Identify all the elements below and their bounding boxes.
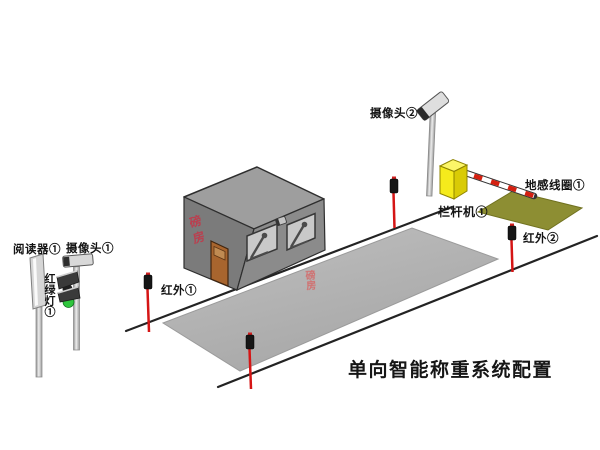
label-traffic-light: 红绿灯① (43, 273, 55, 317)
ground-coil-mat (476, 190, 584, 231)
booth-camera-icon (275, 216, 287, 226)
label-camera2: 摄像头② (370, 108, 418, 120)
infrared-sensor-2 (507, 223, 517, 273)
label-infrared1: 红外① (161, 285, 197, 297)
booth-door (210, 240, 229, 287)
operator-silhouette-1 (249, 235, 266, 259)
booth-door-window (213, 245, 226, 261)
infrared-sensor-1 (143, 272, 153, 333)
reader-pole-assembly (29, 253, 47, 378)
label-barrier-machine: 栏杆机① (438, 205, 489, 219)
camera1-pole-assembly (56, 253, 94, 351)
road-edge-lower (216, 234, 599, 389)
camera2-icon (416, 91, 450, 121)
camera2-pole (426, 112, 437, 197)
label-camera1: 摄像头① (66, 243, 114, 255)
infrared-sensor-top (389, 176, 399, 229)
red-watermark: 磅房 (305, 270, 317, 292)
label-reader: 阅读器① (13, 244, 61, 256)
booth-window-1 (246, 222, 278, 263)
barrier-machine (438, 158, 538, 200)
barrier-box-front (439, 165, 455, 200)
diagram-title: 单向智能称重系统配置 (348, 359, 554, 381)
label-ground-coil: 地感线圈① (525, 180, 585, 192)
reader-pole (35, 306, 43, 378)
camera2-pole-assembly (416, 91, 450, 197)
camera1-icon (62, 253, 94, 268)
booth-window-2 (286, 212, 316, 252)
road-edge-upper (124, 205, 454, 333)
label-infrared2: 红外② (523, 233, 559, 245)
traffic-light-icon (56, 270, 81, 308)
infrared-sensor-bottom (245, 332, 255, 390)
operator-silhouette-2 (289, 224, 306, 248)
control-booth (183, 166, 326, 292)
barrier-box-side (453, 164, 468, 200)
